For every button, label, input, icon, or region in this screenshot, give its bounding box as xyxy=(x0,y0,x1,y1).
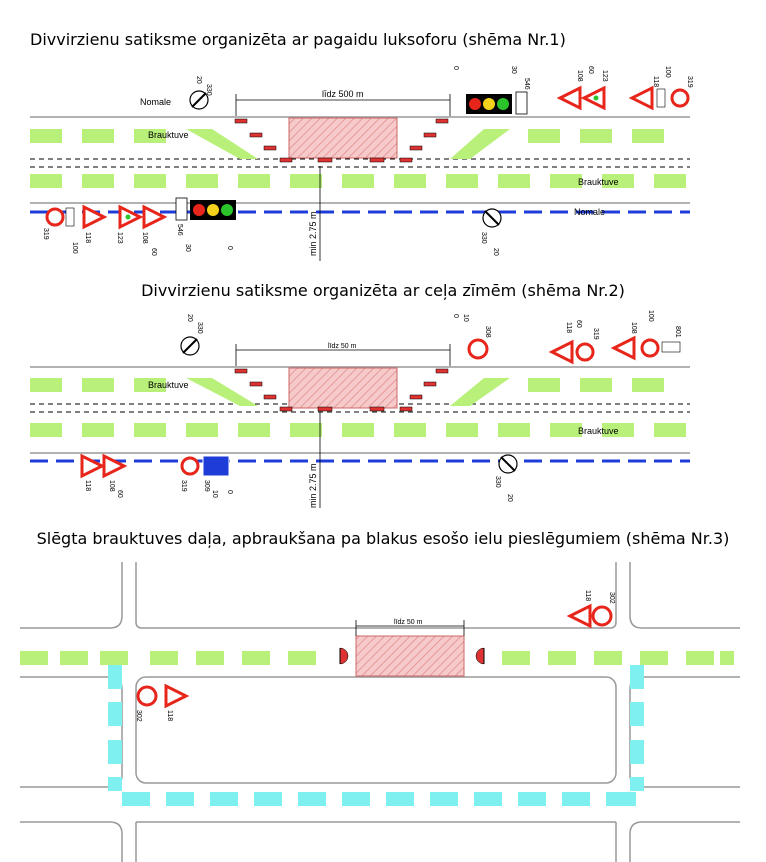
svg-text:330: 330 xyxy=(480,232,487,244)
scheme2-title: Divvirzienu satiksme organizēta ar ceļa … xyxy=(141,281,625,300)
svg-text:123: 123 xyxy=(601,70,608,82)
green-lane-bottom xyxy=(30,423,686,437)
end-restriction-sign xyxy=(180,336,200,356)
traffic-light-bottom xyxy=(175,197,236,221)
svg-text:108: 108 xyxy=(108,480,115,492)
svg-text:60: 60 xyxy=(150,248,157,256)
svg-text:108: 108 xyxy=(576,70,583,82)
svg-text:100: 100 xyxy=(71,242,78,254)
svg-text:118: 118 xyxy=(584,590,591,601)
svg-text:0: 0 xyxy=(226,246,233,250)
label-brauktuve-bottom: Brauktuve xyxy=(578,177,619,187)
end-restriction-sign xyxy=(189,90,209,110)
scheme3-title: Slēgta brauktuves daļa, apbraukšana pa b… xyxy=(36,529,730,548)
label-nomale-top: Nomale xyxy=(140,97,171,107)
svg-text:10: 10 xyxy=(211,490,218,498)
svg-text:330: 330 xyxy=(205,84,212,96)
direction-sign xyxy=(202,455,230,477)
warning-signs-bottom xyxy=(45,204,168,230)
svg-text:30: 30 xyxy=(510,66,517,74)
svg-text:20: 20 xyxy=(506,494,513,502)
svg-text:118: 118 xyxy=(166,710,173,721)
svg-text:801: 801 xyxy=(674,326,681,338)
svg-text:20: 20 xyxy=(186,314,193,322)
cyan-detour xyxy=(108,665,644,806)
dimension-length: līdz 50 m xyxy=(394,619,423,626)
dimension-length: līdz 500 m xyxy=(322,89,364,99)
warning-signs-top xyxy=(548,335,660,365)
svg-text:60: 60 xyxy=(587,66,594,74)
dimension-length: līdz 50 m xyxy=(328,343,357,350)
svg-text:100: 100 xyxy=(664,66,671,78)
work-zone xyxy=(288,117,398,159)
svg-text:100: 100 xyxy=(647,310,654,322)
scheme1-title: Divvirzienu satiksme organizēta ar pagai… xyxy=(30,30,566,49)
label-nomale-bottom: Nomale xyxy=(574,207,605,217)
dimension-min: min 2.75 m xyxy=(308,463,318,508)
svg-text:319: 319 xyxy=(180,480,187,492)
green-lane xyxy=(20,651,734,665)
svg-text:118: 118 xyxy=(84,232,91,243)
svg-text:123: 123 xyxy=(116,232,123,244)
svg-text:546: 546 xyxy=(176,224,183,236)
barrier-sign-right xyxy=(475,647,485,665)
work-zone xyxy=(288,367,398,409)
svg-text:302: 302 xyxy=(135,710,142,722)
scheme3-diagram: līdz 50 m 118 302 302 118 xyxy=(20,562,740,862)
traffic-light-top xyxy=(466,91,528,115)
end-restriction-sign-bottom xyxy=(498,454,518,474)
svg-text:330: 330 xyxy=(494,476,501,488)
scheme2-diagram: līdz 50 m min 2.75 m Brauktuve Brauktuve… xyxy=(30,310,690,508)
priority-sign-top xyxy=(467,338,489,360)
svg-text:118: 118 xyxy=(652,76,659,87)
svg-text:118: 118 xyxy=(84,480,91,491)
label-brauktuve-top: Brauktuve xyxy=(148,380,189,390)
svg-text:330: 330 xyxy=(196,322,203,334)
dimension-min: min 2.75 m xyxy=(308,211,318,256)
green-lane-top xyxy=(30,378,664,406)
label-brauktuve-bottom: Brauktuve xyxy=(578,426,619,436)
end-restriction-sign-bottom xyxy=(482,208,502,228)
svg-text:319: 319 xyxy=(686,76,693,88)
barriers xyxy=(234,118,449,163)
label-brauktuve-top: Brauktuve xyxy=(148,130,189,140)
svg-text:0: 0 xyxy=(452,66,459,70)
work-zone xyxy=(355,635,465,677)
svg-text:20: 20 xyxy=(195,76,202,84)
green-lane-top xyxy=(30,129,664,159)
barriers xyxy=(234,368,449,412)
svg-text:108: 108 xyxy=(141,232,148,244)
svg-text:20: 20 xyxy=(492,248,499,256)
svg-text:546: 546 xyxy=(523,78,530,90)
scheme1-diagram: līdz 500 m min 2.75 m Nomale Brauktuve B… xyxy=(30,66,693,261)
svg-text:319: 319 xyxy=(42,228,49,240)
svg-text:319: 319 xyxy=(592,328,599,340)
svg-text:108: 108 xyxy=(630,322,637,334)
svg-text:309: 309 xyxy=(203,480,210,492)
signs-top-right xyxy=(566,603,613,629)
svg-text:30: 30 xyxy=(184,244,191,252)
svg-text:302: 302 xyxy=(608,592,615,604)
signs-bottom-left xyxy=(136,683,190,709)
green-lane-bottom xyxy=(30,174,686,188)
svg-text:118: 118 xyxy=(565,322,572,333)
svg-text:308: 308 xyxy=(484,326,491,338)
svg-text:0: 0 xyxy=(226,490,233,494)
svg-text:0: 0 xyxy=(452,314,459,318)
warning-signs-top xyxy=(556,85,690,111)
svg-text:10: 10 xyxy=(462,314,469,322)
svg-text:60: 60 xyxy=(575,320,582,328)
svg-text:60: 60 xyxy=(116,490,123,498)
warning-signs-bottom xyxy=(80,453,200,479)
barrier-sign-left xyxy=(339,647,349,665)
